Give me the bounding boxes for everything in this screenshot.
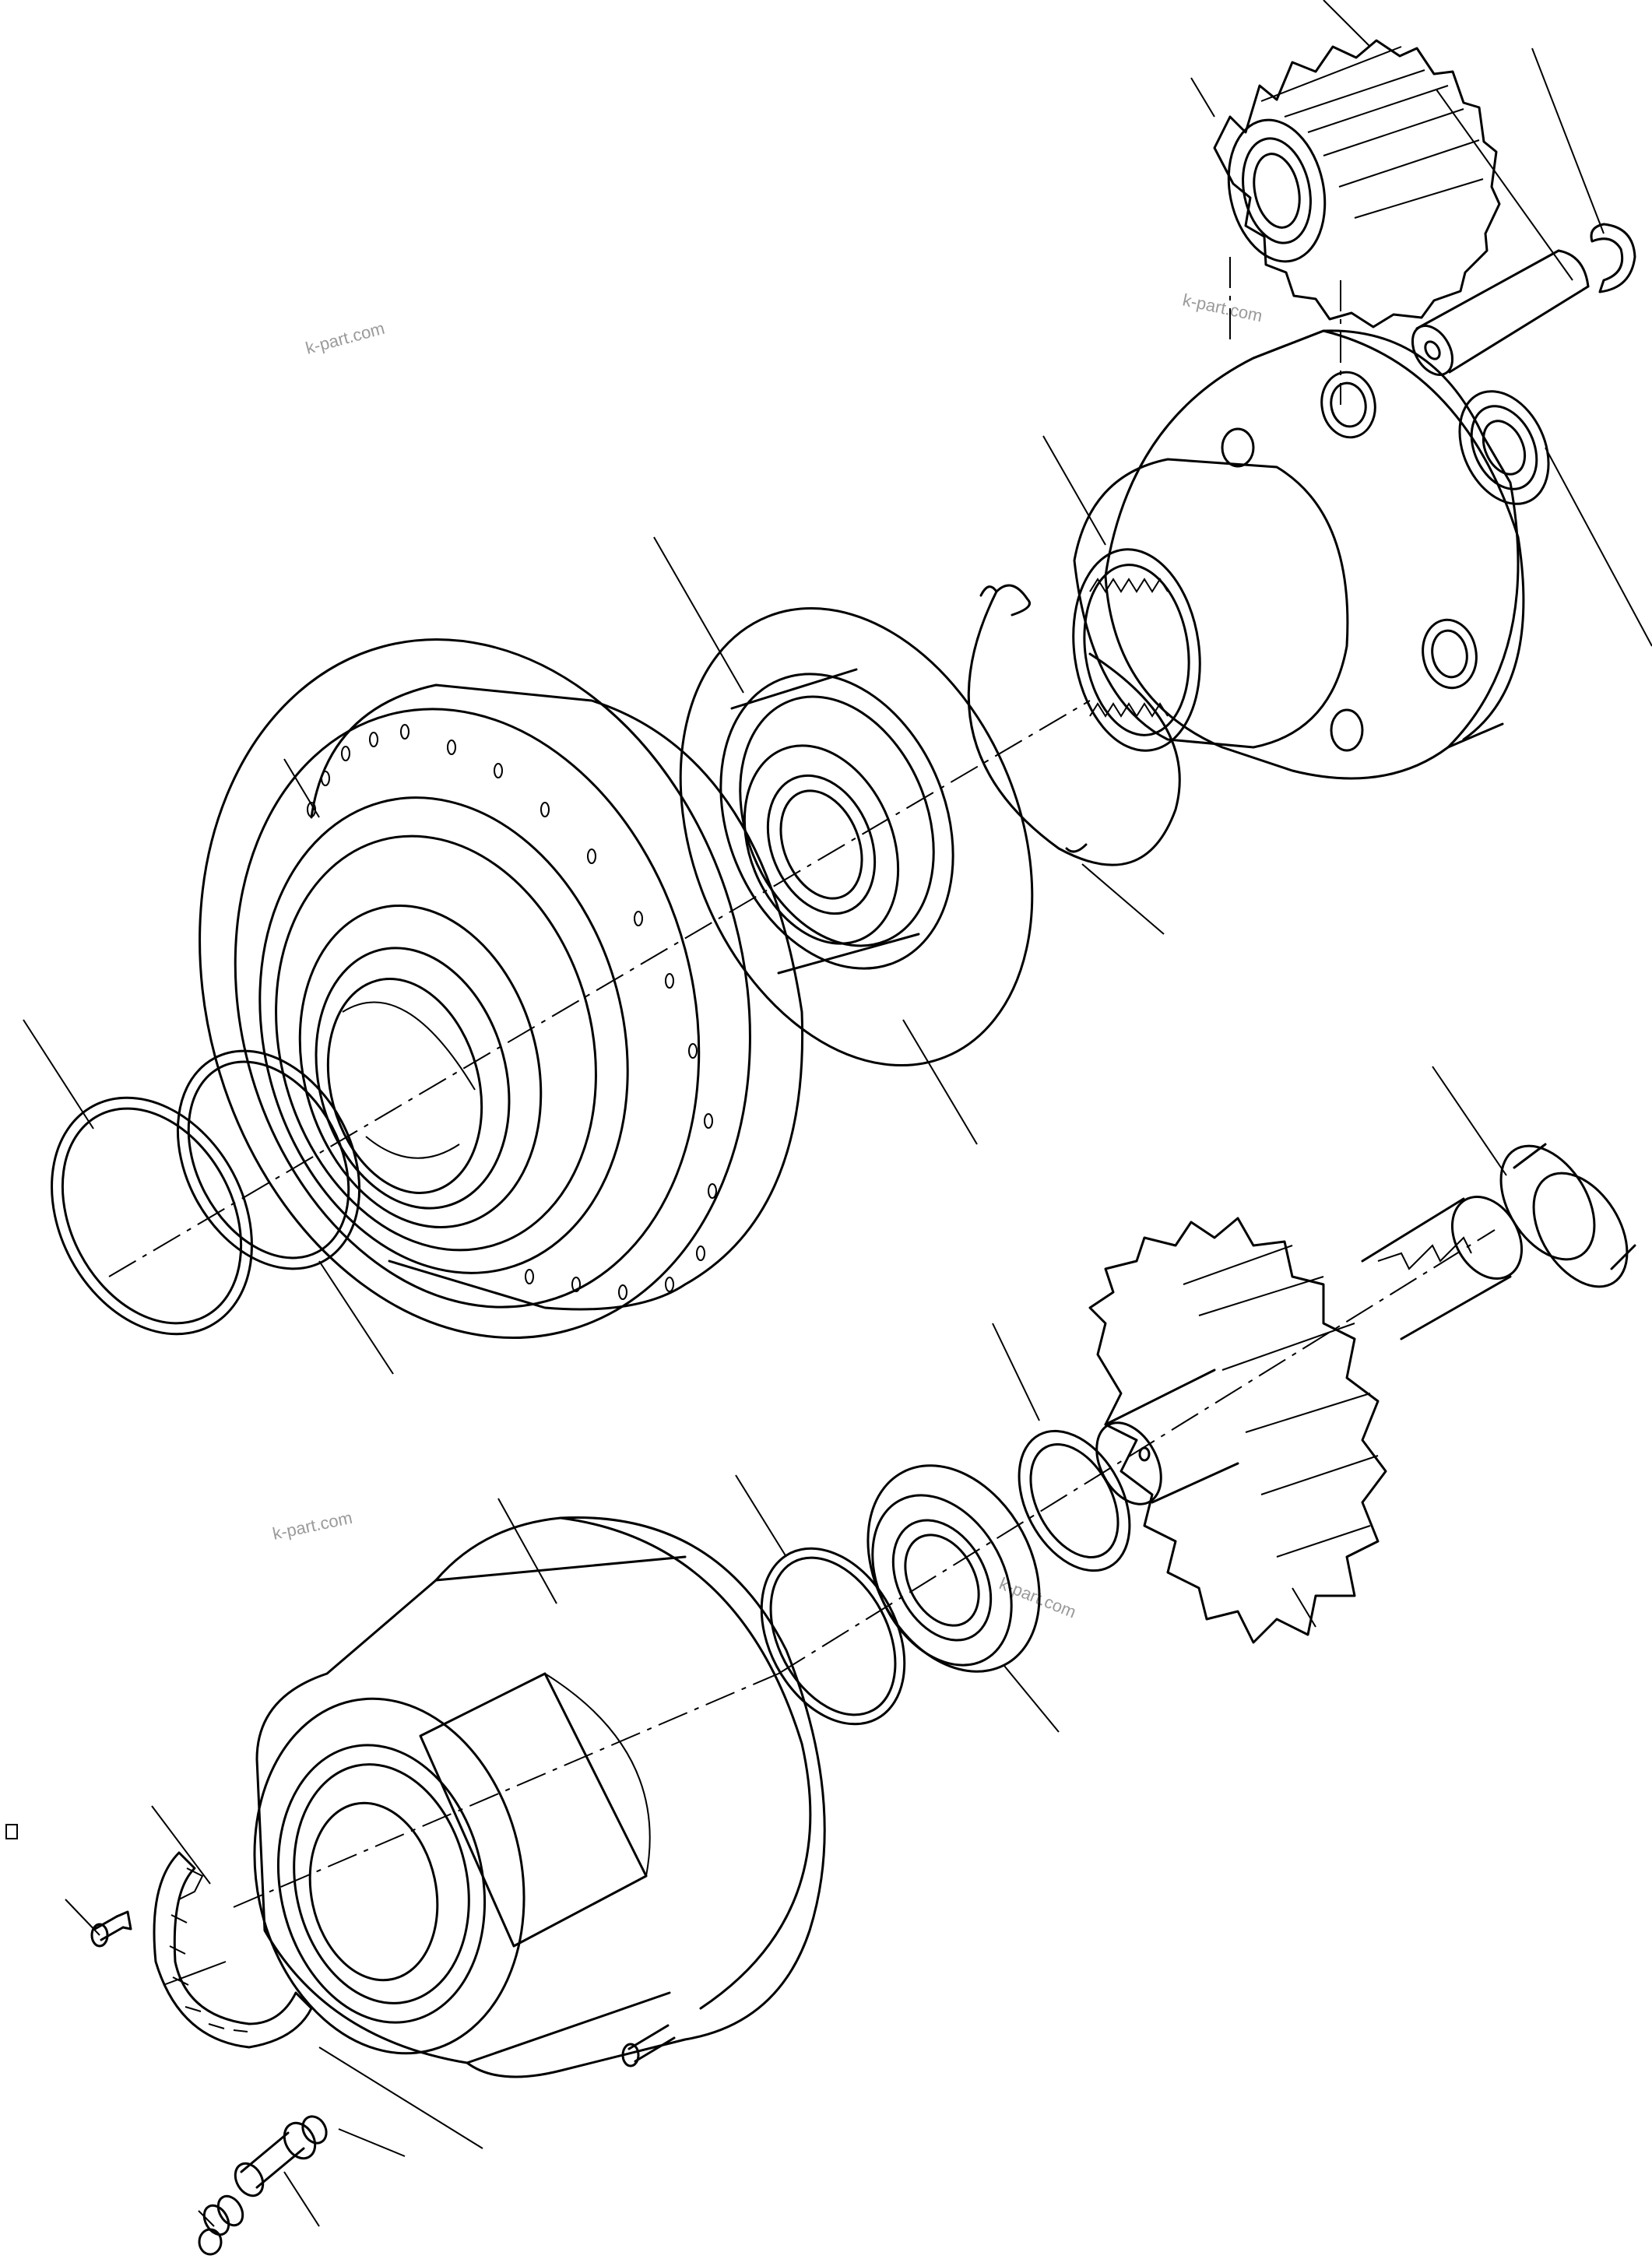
watermark-1: k-part.com — [304, 318, 387, 358]
shaft-bushing — [1499, 1143, 1636, 1288]
bearing-retainer-ring — [760, 1547, 906, 1726]
edge-marker — [5, 1824, 18, 1839]
carrier-roller-bearing — [719, 668, 954, 975]
planet-carrier — [1072, 329, 1525, 780]
seal-ring-outer — [51, 1096, 253, 1336]
watermark-3: k-part.com — [271, 1508, 354, 1544]
fill-plug — [198, 2228, 223, 2256]
axis-line-bottom — [233, 1673, 779, 1908]
axis-line-mid — [778, 1229, 1496, 1674]
case-stud-bolt — [621, 2024, 676, 2068]
planet-gear — [1213, 39, 1501, 328]
housing-bolt-holes — [307, 724, 717, 1300]
axis-line-top — [108, 700, 1091, 1277]
watermark-2: k-part.com — [1181, 290, 1264, 325]
hub-housing — [199, 638, 804, 1339]
plug-o-ring — [202, 2194, 244, 2236]
leader-lines — [23, 0, 1652, 2227]
shim-disc — [679, 606, 1034, 1067]
mounting-bolt — [90, 1910, 132, 1948]
planet-pin — [1411, 249, 1590, 376]
large-snap-ring — [967, 584, 1181, 866]
pin-bearing — [1458, 390, 1550, 505]
final-drive-case — [253, 1516, 826, 2078]
pin-snap-ring — [1590, 223, 1636, 293]
lock-plate — [153, 1851, 313, 2049]
seal-ring-inner — [176, 1049, 361, 1270]
sprocket-pinion-shaft — [1088, 1196, 1524, 1644]
drain-plug — [234, 2115, 328, 2198]
shaft-roller-bearing — [866, 1464, 1041, 1673]
shaft-spacer-ring — [1018, 1429, 1131, 1572]
axis-line-gear — [1229, 257, 1341, 405]
